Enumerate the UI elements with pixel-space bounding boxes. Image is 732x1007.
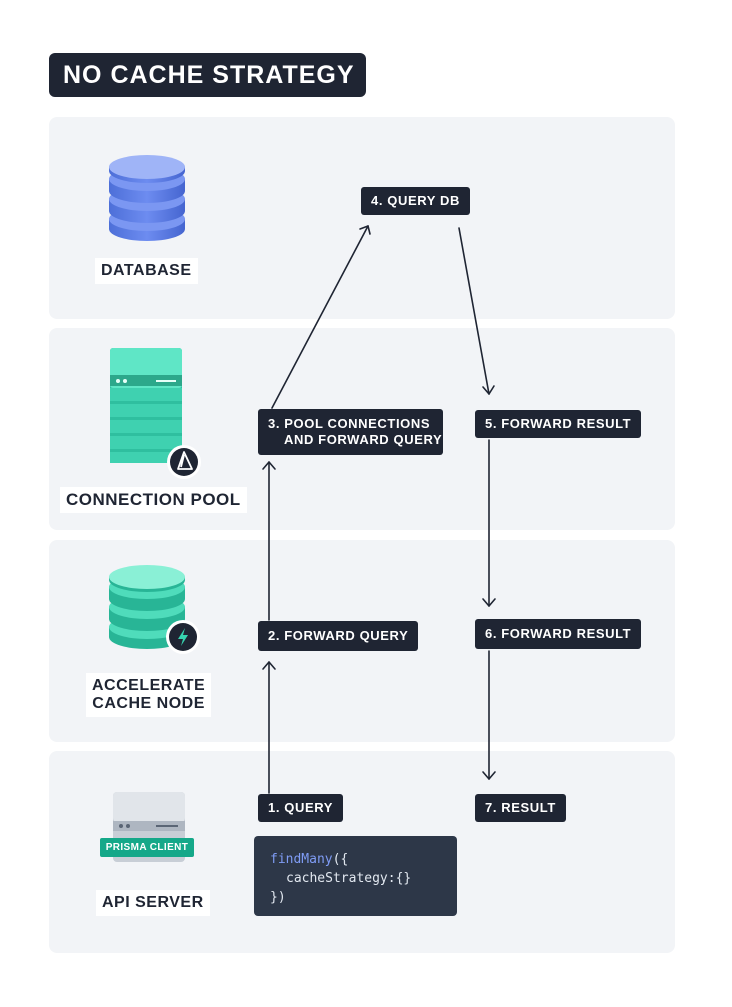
database-icon xyxy=(109,155,185,241)
database-label: DATABASE xyxy=(95,258,198,284)
code-function-name: findMany xyxy=(270,852,333,867)
accelerate-cache-icon xyxy=(109,565,200,654)
step-4-query-db: 4. QUERY DB xyxy=(361,187,470,215)
step-7-result: 7. RESULT xyxy=(475,794,566,822)
code-open: ({ xyxy=(332,852,349,867)
step-5-forward-result: 5. FORWARD RESULT xyxy=(475,410,642,438)
connection-pool-server-icon xyxy=(110,348,201,479)
step-3-line1: 3. POOL CONNECTIONS xyxy=(268,416,431,431)
step-2-forward-query: 2. FORWARD QUERY xyxy=(258,621,419,651)
code-line-3: }) xyxy=(270,890,286,905)
accelerate-label: ACCELERATE CACHE NODE xyxy=(86,673,212,717)
step-3-line2: AND FORWARD QUERY xyxy=(284,432,443,447)
step-3-pool-connections: 3. POOL CONNECTIONS AND FORWARD QUERY xyxy=(258,409,443,455)
code-snippet: findMany({ cacheStrategy:{} }) xyxy=(254,836,457,916)
code-line-1: findMany({ xyxy=(270,850,441,869)
accelerate-label-line1: ACCELERATE xyxy=(92,677,206,694)
accelerate-label-line2: CACHE NODE xyxy=(92,695,205,712)
step-1-query: 1. QUERY xyxy=(258,794,344,822)
step-6-forward-result: 6. FORWARD RESULT xyxy=(475,619,642,649)
page-title: NO CACHE STRATEGY xyxy=(49,53,366,97)
prisma-client-tag: PRISMA CLIENT xyxy=(100,838,194,857)
api-server-label: API SERVER xyxy=(96,890,210,916)
code-line-2: cacheStrategy:{} xyxy=(286,871,412,886)
connection-pool-label: CONNECTION POOL xyxy=(60,487,247,513)
